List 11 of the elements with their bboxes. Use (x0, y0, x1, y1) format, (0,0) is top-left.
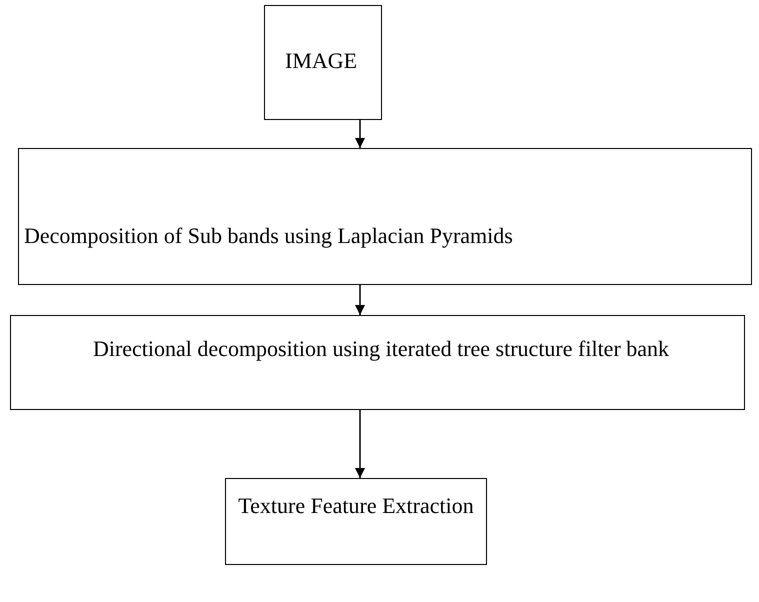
arrow (355, 285, 365, 315)
box-text: Decomposition of Sub bands using Laplacian Pyramids (24, 222, 514, 250)
process-box (18, 148, 752, 285)
arrow (355, 410, 365, 478)
process-box (225, 478, 487, 565)
arrow (355, 120, 365, 148)
box-text: Directional decomposition using iterated tree structure filter bank (92, 335, 670, 363)
box-text: Texture Feature Extraction (237, 492, 475, 520)
process-box (264, 5, 382, 120)
box-text: IMAGE (285, 47, 358, 75)
process-box (10, 315, 745, 410)
